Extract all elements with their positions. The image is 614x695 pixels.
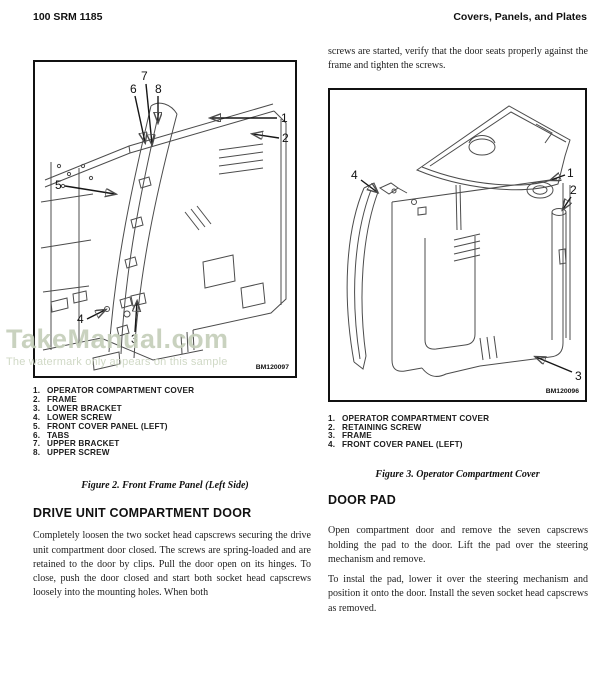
list-item: 4.FRONT COVER PANEL (LEFT)	[328, 440, 463, 450]
continuation-paragraph: screws are started, verify that the door…	[328, 46, 588, 72]
list-item: 3.FRAME	[328, 431, 372, 441]
list-item: 3.LOWER BRACKET	[33, 403, 122, 413]
figure3-parts-list: 1.OPERATOR COMPARTMENT COVER 2.RETAINING…	[328, 413, 588, 451]
figure2-image-code: BM120097	[256, 364, 289, 371]
figure2-callout-2: 2	[282, 131, 289, 145]
figure2-parts-list: 1.OPERATOR COMPARTMENT COVER 2.FRAME 3.L…	[33, 386, 311, 458]
door-pad-paragraph-1: Open compartment door and remove the sev…	[328, 525, 588, 565]
list-item: 4.LOWER SCREW	[33, 412, 112, 422]
figure2-box: 1 2 3 4 5 6 7 8 BM120097	[33, 60, 297, 378]
figure3-callout-3: 3	[575, 369, 582, 383]
list-item: 2.FRAME	[33, 394, 77, 404]
figure2-callout-5: 5	[55, 178, 62, 192]
list-item: 5.FRONT COVER PANEL (LEFT)	[33, 421, 168, 431]
drive-unit-paragraph: Completely loosen the two socket head ca…	[33, 530, 311, 599]
figure3-caption: Figure 3. Operator Compartment Cover	[375, 469, 540, 481]
list-item: 2.RETAINING SCREW	[328, 422, 422, 432]
figure3-callout-2: 2	[570, 183, 577, 197]
figure2-callout-6: 6	[130, 82, 137, 96]
section-heading-door-pad: DOOR PAD	[328, 493, 397, 508]
section-heading-drive-unit: DRIVE UNIT COMPARTMENT DOOR	[33, 506, 252, 521]
figure3-line-art: 4 1 2 3 BM120096	[346, 105, 582, 395]
page-header-right: Covers, Panels, and Plates	[453, 11, 587, 23]
left-column: 1 2 3 4 5 6 7 8 BM120097 1.OPERATOR COMP…	[33, 60, 311, 601]
figure2-line-art: 1 2 3 4 5 6 7 8 BM120097	[40, 69, 289, 371]
list-item: 8.UPPER SCREW	[33, 448, 110, 458]
right-column: screws are started, verify that the door…	[328, 45, 588, 616]
page-header-left: 100 SRM 1185	[33, 11, 103, 23]
figure2-callout-7: 7	[141, 69, 148, 83]
list-item: 1.OPERATOR COMPARTMENT COVER	[328, 413, 490, 423]
list-item: 1.OPERATOR COMPARTMENT COVER	[33, 386, 195, 395]
figure3-callout-4: 4	[351, 168, 358, 182]
list-item: 6.TABS	[33, 430, 70, 440]
figure2-callout-1: 1	[281, 111, 288, 125]
figure2-caption: Figure 2. Front Frame Panel (Left Side)	[81, 480, 249, 492]
figure2-callout-4: 4	[77, 312, 84, 326]
figure3-callout-1: 1	[567, 166, 574, 180]
figure3-box: 4 1 2 3 BM120096	[328, 87, 587, 402]
door-pad-paragraph-2: To instal the pad, lower it over the ste…	[328, 574, 588, 614]
figure3-image-code: BM120096	[546, 388, 579, 395]
figure2-callout-3: 3	[131, 332, 138, 346]
figure2-callout-8: 8	[155, 82, 162, 96]
list-item: 7.UPPER BRACKET	[33, 439, 120, 449]
